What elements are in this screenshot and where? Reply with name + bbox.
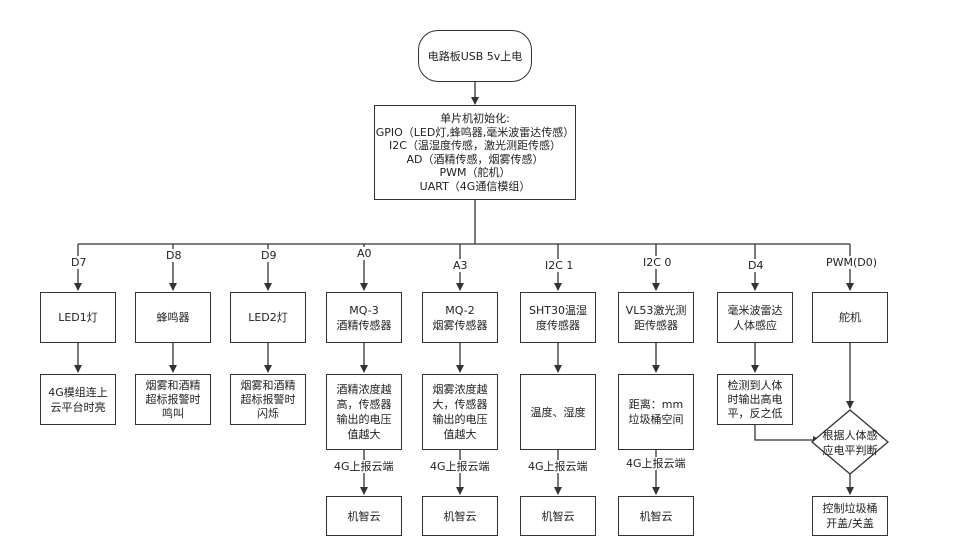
module-servo: 舵机	[812, 292, 888, 343]
module-mq2: MQ-2 烟雾传感器	[422, 292, 498, 343]
final-node: 控制垃圾桶 开盖/关盖	[812, 496, 888, 536]
action-text: 烟雾浓度越	[432, 383, 488, 396]
action-text: 4G模组连上	[48, 385, 108, 399]
cloud-node: 机智云	[326, 496, 402, 536]
pin-label: I2C 0	[643, 256, 672, 269]
cloud-node: 机智云	[422, 496, 498, 536]
cloud-text: 机智云	[443, 509, 477, 523]
init-line: AD（酒精传感，烟雾传感）	[406, 152, 544, 166]
action-buzzer: 烟雾和酒精 超标报警时 鸣叫	[135, 374, 211, 425]
module-text: 舵机	[839, 311, 861, 324]
pin-label: I2C 1	[545, 259, 574, 272]
module-text: 度传感器	[536, 318, 580, 332]
module-text: MQ-2	[445, 303, 475, 317]
action-text: 高，传感器	[336, 398, 392, 411]
init-line: GPIO（LED灯,蜂鸣器,毫米波雷达传感）	[375, 125, 575, 139]
pin-label: D4	[748, 259, 764, 272]
report-label: 4G上报云端	[430, 460, 490, 473]
action-text: 输出的电压	[432, 413, 488, 426]
report-label: 4G上报云端	[334, 460, 394, 473]
decision-line: 根据人体感	[822, 429, 878, 442]
pin-label: A3	[453, 259, 468, 272]
action-sht30: 温度、湿度	[520, 374, 596, 450]
module-led2: LED2灯	[230, 292, 306, 343]
init-line: 单片机初始化:	[440, 112, 510, 125]
action-text: 云平台时亮	[50, 400, 106, 414]
pin-label: PWM(D0)	[826, 256, 878, 269]
action-text: 超标报警时	[240, 392, 296, 406]
action-text: 值越大	[347, 428, 381, 441]
module-led1: LED1灯	[40, 292, 116, 343]
pin-label: D7	[71, 256, 87, 269]
cloud-text: 机智云	[639, 509, 673, 523]
cloud-node: 机智云	[520, 496, 596, 536]
action-text: 输出的电压	[336, 413, 392, 426]
action-text: 值越大	[443, 428, 477, 441]
init-line: PWM（舵机）	[439, 166, 511, 179]
module-text: LED1灯	[58, 311, 98, 324]
decision-line: 应电平判断	[822, 444, 878, 457]
action-text: 烟雾和酒精	[240, 378, 296, 392]
action-mq2: 烟雾浓度越 大，传感器 输出的电压 值越大	[422, 374, 498, 450]
cloud-node: 机智云	[618, 496, 694, 536]
action-text: 距离：mm	[628, 398, 684, 411]
module-text: 毫米波雷达	[727, 303, 783, 317]
module-text: 烟雾传感器	[432, 318, 488, 332]
action-mq3: 酒精浓度越 高，传感器 输出的电压 值越大	[326, 374, 402, 450]
report-label: 4G上报云端	[528, 460, 588, 473]
module-text: SHT30温湿	[529, 303, 587, 317]
action-text: 闪烁	[257, 406, 279, 420]
module-text: VL53激光测	[625, 303, 687, 317]
action-text: 时输出高电	[727, 392, 783, 406]
pin-label: D9	[261, 249, 277, 262]
cloud-text: 机智云	[541, 509, 575, 523]
start-node: 电路板USB 5v上电	[418, 30, 532, 82]
start-text: 电路板USB 5v上电	[427, 49, 523, 63]
action-text: 鸣叫	[162, 406, 184, 420]
decision-text: 根据人体感 应电平判断	[812, 428, 888, 458]
init-node: 单片机初始化: GPIO（LED灯,蜂鸣器,毫米波雷达传感） I2C（温湿度传感…	[374, 105, 576, 200]
module-radar: 毫米波雷达 人体感应	[717, 292, 793, 343]
module-vl53: VL53激光测 距传感器	[618, 292, 694, 343]
cloud-text: 机智云	[347, 509, 381, 523]
module-text: 蜂鸣器	[156, 311, 190, 324]
final-text: 开盖/关盖	[826, 517, 874, 530]
action-led1: 4G模组连上 云平台时亮	[40, 374, 116, 425]
module-text: 距传感器	[634, 318, 678, 332]
module-text: 酒精传感器	[336, 318, 392, 332]
action-led2: 烟雾和酒精 超标报警时 闪烁	[230, 374, 306, 425]
action-text: 大，传感器	[432, 398, 488, 411]
decision-diamond	[810, 409, 890, 475]
action-text: 检测到人体	[727, 378, 783, 392]
action-text: 温度、湿度	[530, 405, 586, 419]
pin-label: D8	[166, 249, 182, 262]
module-text: MQ-3	[349, 303, 379, 317]
report-label: 4G上报云端	[626, 457, 686, 470]
module-text: 人体感应	[733, 318, 777, 332]
module-mq3: MQ-3 酒精传感器	[326, 292, 402, 343]
action-radar: 检测到人体 时输出高电 平，反之低	[717, 374, 793, 425]
action-text: 超标报警时	[145, 392, 201, 406]
module-buzzer: 蜂鸣器	[135, 292, 211, 343]
init-line: I2C（温湿度传感，激光测距传感）	[389, 139, 561, 152]
module-text: LED2灯	[248, 311, 288, 324]
module-sht30: SHT30温湿 度传感器	[520, 292, 596, 343]
action-vl53: 距离：mm 垃圾桶空间	[618, 374, 694, 450]
init-line: UART（4G通信模组）	[419, 179, 531, 193]
final-text: 控制垃圾桶	[822, 502, 878, 515]
action-text: 酒精浓度越	[336, 383, 392, 396]
action-text: 垃圾桶空间	[628, 413, 684, 426]
pin-label: A0	[357, 247, 372, 260]
action-text: 平，反之低	[727, 406, 783, 420]
action-text: 烟雾和酒精	[145, 378, 201, 392]
